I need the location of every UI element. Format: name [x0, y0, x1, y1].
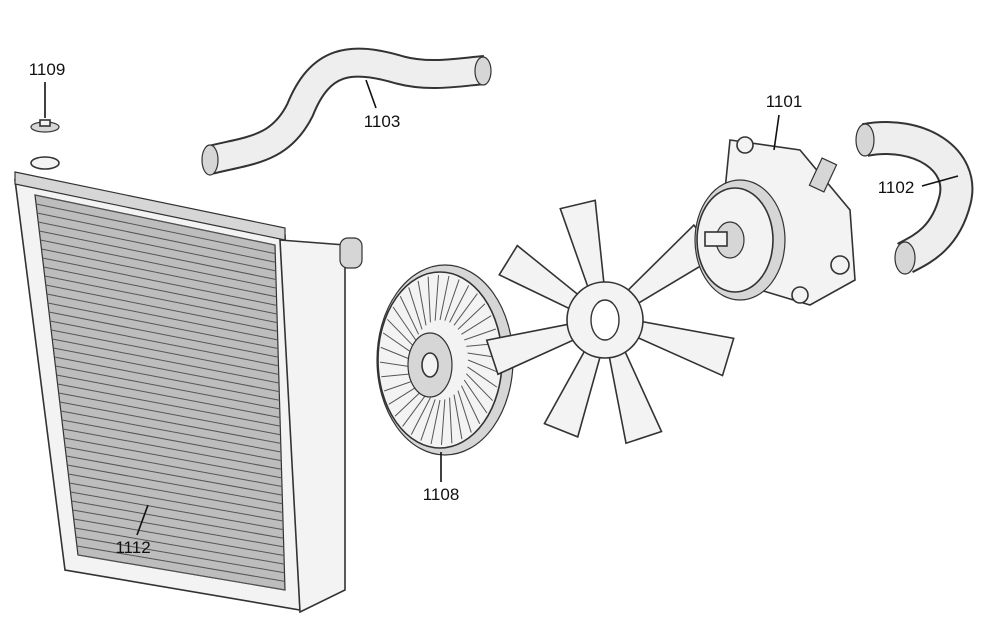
clutch-fin	[467, 366, 498, 388]
clutch-fin	[463, 379, 488, 414]
clutch-fin	[392, 306, 417, 341]
clutch-fin	[453, 394, 463, 440]
radiator-fin	[56, 374, 281, 418]
radiator-fin	[74, 527, 285, 565]
radiator-fin	[52, 338, 280, 384]
callout-1108: 1108	[422, 485, 460, 504]
clutch-fin	[467, 359, 500, 374]
radiator-fin	[75, 536, 285, 574]
radiator-fin	[55, 365, 280, 410]
radiator-fin	[46, 293, 278, 341]
radiator-fin	[43, 266, 278, 315]
radiator-fin	[70, 491, 284, 531]
clutch-fin	[388, 385, 419, 405]
clutch-fin	[449, 285, 470, 323]
radiator-fin	[65, 446, 283, 487]
clutch-fin	[427, 276, 431, 323]
clutch-fin	[457, 390, 472, 433]
clutch-fin	[417, 280, 427, 326]
radiator-fin	[61, 419, 282, 462]
radiator-fin	[53, 347, 280, 393]
clutch-fin	[420, 399, 436, 441]
lower-hose-1102[interactable]	[855, 121, 974, 275]
radiator-fin	[40, 239, 277, 289]
radiator-fin	[59, 401, 281, 444]
radiator-fin	[51, 329, 279, 375]
radiator-1112[interactable]	[14, 156, 363, 614]
clutch-fin	[399, 296, 420, 335]
clutch-fin	[383, 379, 416, 392]
cooling-fan[interactable]	[485, 199, 735, 445]
clutch-fin	[449, 397, 453, 444]
clutch-fin	[386, 318, 415, 347]
clutch-fin	[402, 394, 427, 427]
clutch-fin	[410, 397, 431, 435]
radiator-fin	[72, 509, 284, 548]
callout-1102: 1102	[877, 178, 915, 197]
clutch-fin	[464, 328, 497, 341]
clutch-fin	[379, 361, 413, 368]
radiator-fin	[41, 248, 277, 298]
radiator-fin	[62, 428, 282, 470]
radiator-fin	[37, 212, 276, 263]
radiator-fin	[67, 464, 283, 505]
leader-lines	[44, 79, 959, 536]
radiator-fin	[39, 230, 277, 280]
radiator-fin	[34, 194, 276, 246]
callout-1112: 1112	[115, 538, 151, 557]
callout-1109: 1109	[28, 60, 66, 79]
callout-1101: 1101	[765, 92, 803, 111]
radiator-cap-1109[interactable]	[30, 119, 60, 133]
radiator-fin	[71, 500, 284, 539]
radiator-fin	[69, 482, 284, 522]
radiator-fin	[63, 437, 282, 479]
clutch-fin	[439, 275, 450, 321]
clutch-fin	[394, 390, 423, 417]
clutch-fin	[465, 373, 494, 402]
radiator-fin	[47, 302, 279, 349]
radiator-fin	[44, 275, 278, 324]
radiator-fin	[54, 356, 280, 401]
callout-1103: 1103	[363, 112, 401, 131]
fan-blade	[607, 343, 663, 445]
radiator-fin	[57, 383, 281, 427]
radiator-fin	[42, 257, 277, 306]
clutch-fin	[453, 293, 478, 326]
water-pump-1101[interactable]	[694, 136, 856, 306]
radiator-fin	[60, 410, 282, 453]
fan-clutch-1108[interactable]	[376, 264, 514, 456]
radiator-fin	[66, 455, 283, 496]
clutch-fin	[440, 399, 446, 446]
radiator-fin	[76, 545, 285, 582]
radiator-fin	[68, 473, 283, 513]
radiator-fin	[38, 221, 276, 272]
fan-blade	[543, 343, 604, 438]
radiator-fin	[49, 320, 279, 367]
clutch-fin	[461, 315, 492, 335]
clutch-fin	[444, 279, 460, 321]
clutch-fin	[408, 287, 423, 330]
fan-blade	[630, 319, 735, 377]
radiator-fin	[45, 284, 278, 332]
radiator-fin	[35, 203, 276, 255]
upper-hose-1103[interactable]	[201, 47, 492, 176]
radiator-fin	[58, 392, 281, 436]
clutch-fin	[380, 346, 413, 361]
clutch-fin	[457, 303, 486, 330]
radiator-fin	[73, 518, 285, 556]
clutch-fin	[434, 274, 440, 321]
radiator-fin	[48, 311, 279, 358]
fan-blade	[559, 199, 606, 295]
clutch-fin	[460, 385, 481, 424]
radiator-fin	[77, 554, 286, 591]
clutch-fin	[382, 332, 413, 354]
clutch-fin	[430, 399, 441, 445]
